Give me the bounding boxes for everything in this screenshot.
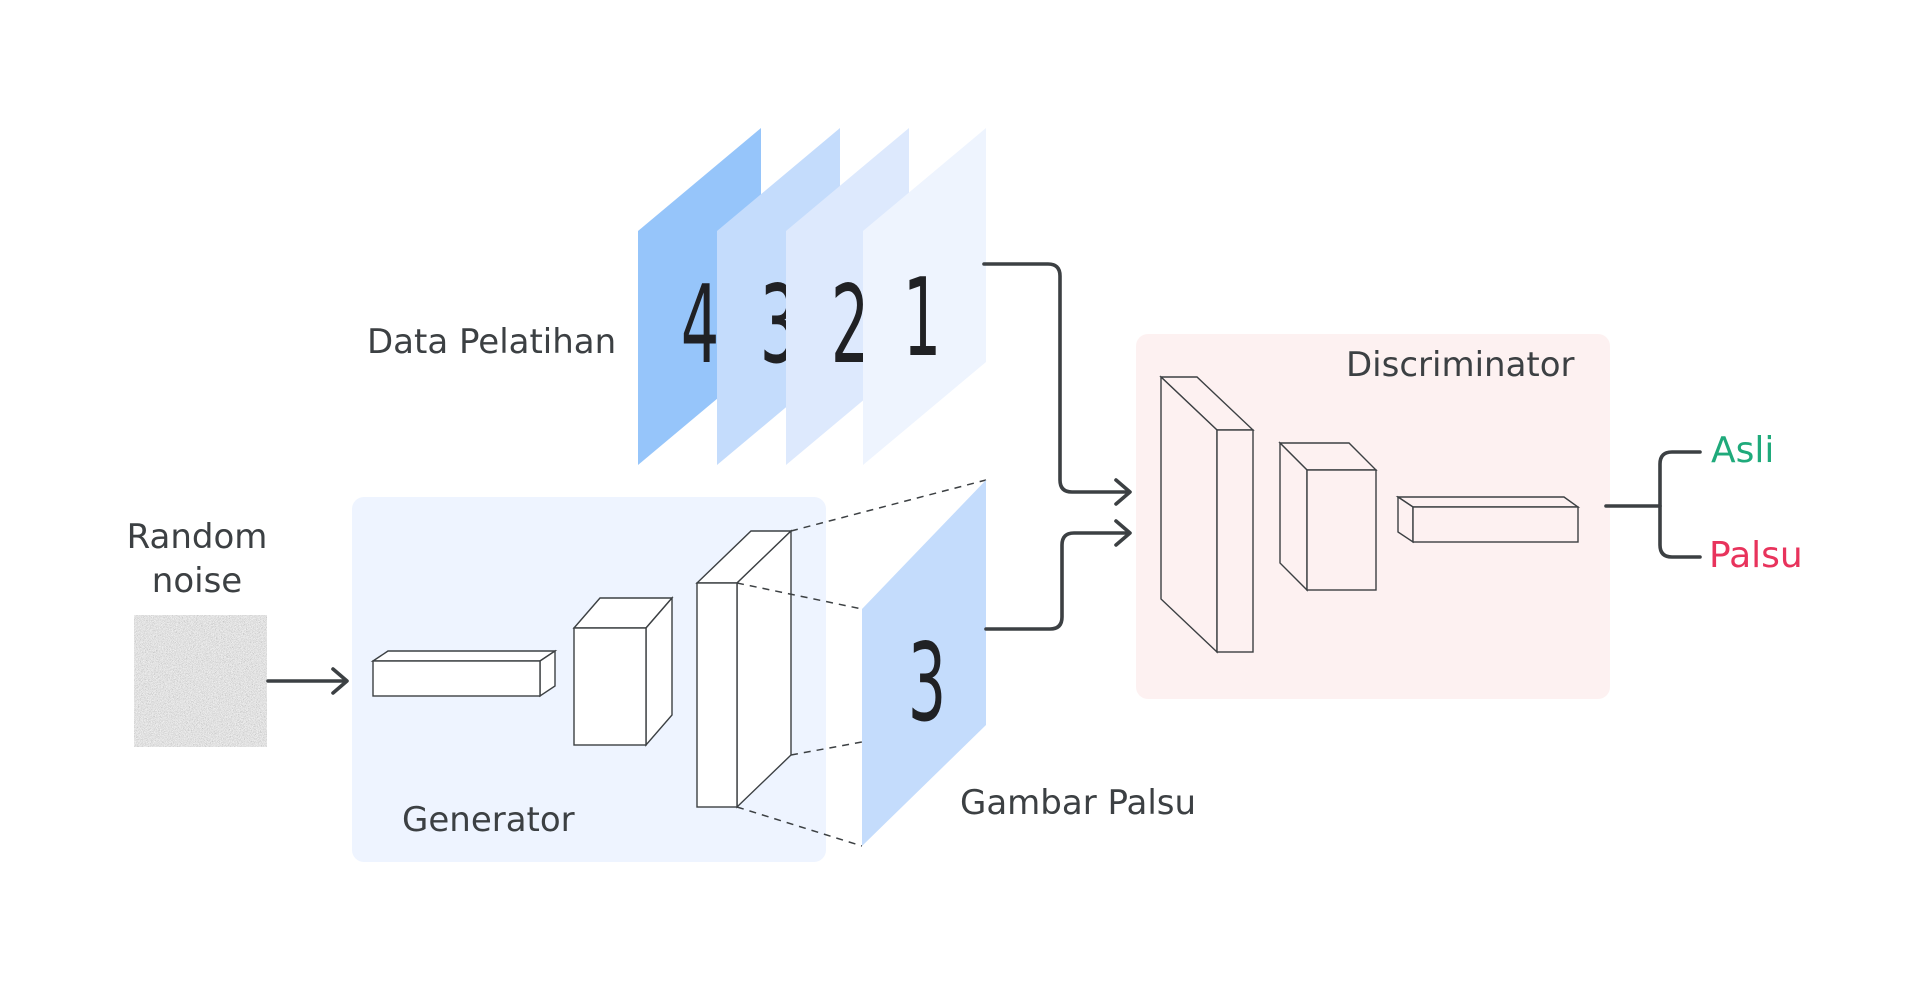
generator-label: Generator: [402, 800, 575, 840]
discriminator-cube-layer: [1278, 441, 1378, 592]
training-card-1: 1: [863, 128, 986, 465]
generator-projection-lines: [736, 479, 987, 847]
random-noise-label-line2: noise: [152, 561, 242, 601]
output-branch: [1604, 450, 1702, 559]
training-digit-4: 4: [681, 263, 719, 388]
generator-output-layer: [695, 529, 793, 809]
training-data-label: Data Pelatihan: [367, 322, 616, 362]
discriminator-input-layer: [1159, 375, 1255, 654]
fake-image-card: 3: [862, 480, 986, 846]
generator-cube-layer: [572, 596, 674, 747]
generator-dense-layer: [370, 649, 558, 698]
training-data-stack: 4 3 2 1: [638, 128, 986, 465]
random-noise-image: [134, 615, 267, 747]
training-digit-2: 2: [831, 263, 869, 388]
discriminator-dense-layer: [1395, 495, 1581, 544]
discriminator-layers: [1159, 375, 1581, 654]
fake-image-digit: 3: [908, 621, 946, 746]
noise-to-generator-arrow: [266, 667, 349, 695]
output-fake-label: Palsu: [1709, 535, 1803, 576]
fake-image-to-discriminator-arrow: [984, 519, 1132, 631]
output-real-label: Asli: [1711, 430, 1774, 471]
discriminator-label: Discriminator: [1346, 345, 1575, 385]
training-data-to-discriminator-arrow: [982, 262, 1132, 506]
generator-layers: [370, 529, 793, 809]
random-noise-label-line1: Random: [127, 517, 268, 557]
training-digit-1: 1: [903, 256, 941, 381]
fake-image-label: Gambar Palsu: [960, 783, 1196, 823]
